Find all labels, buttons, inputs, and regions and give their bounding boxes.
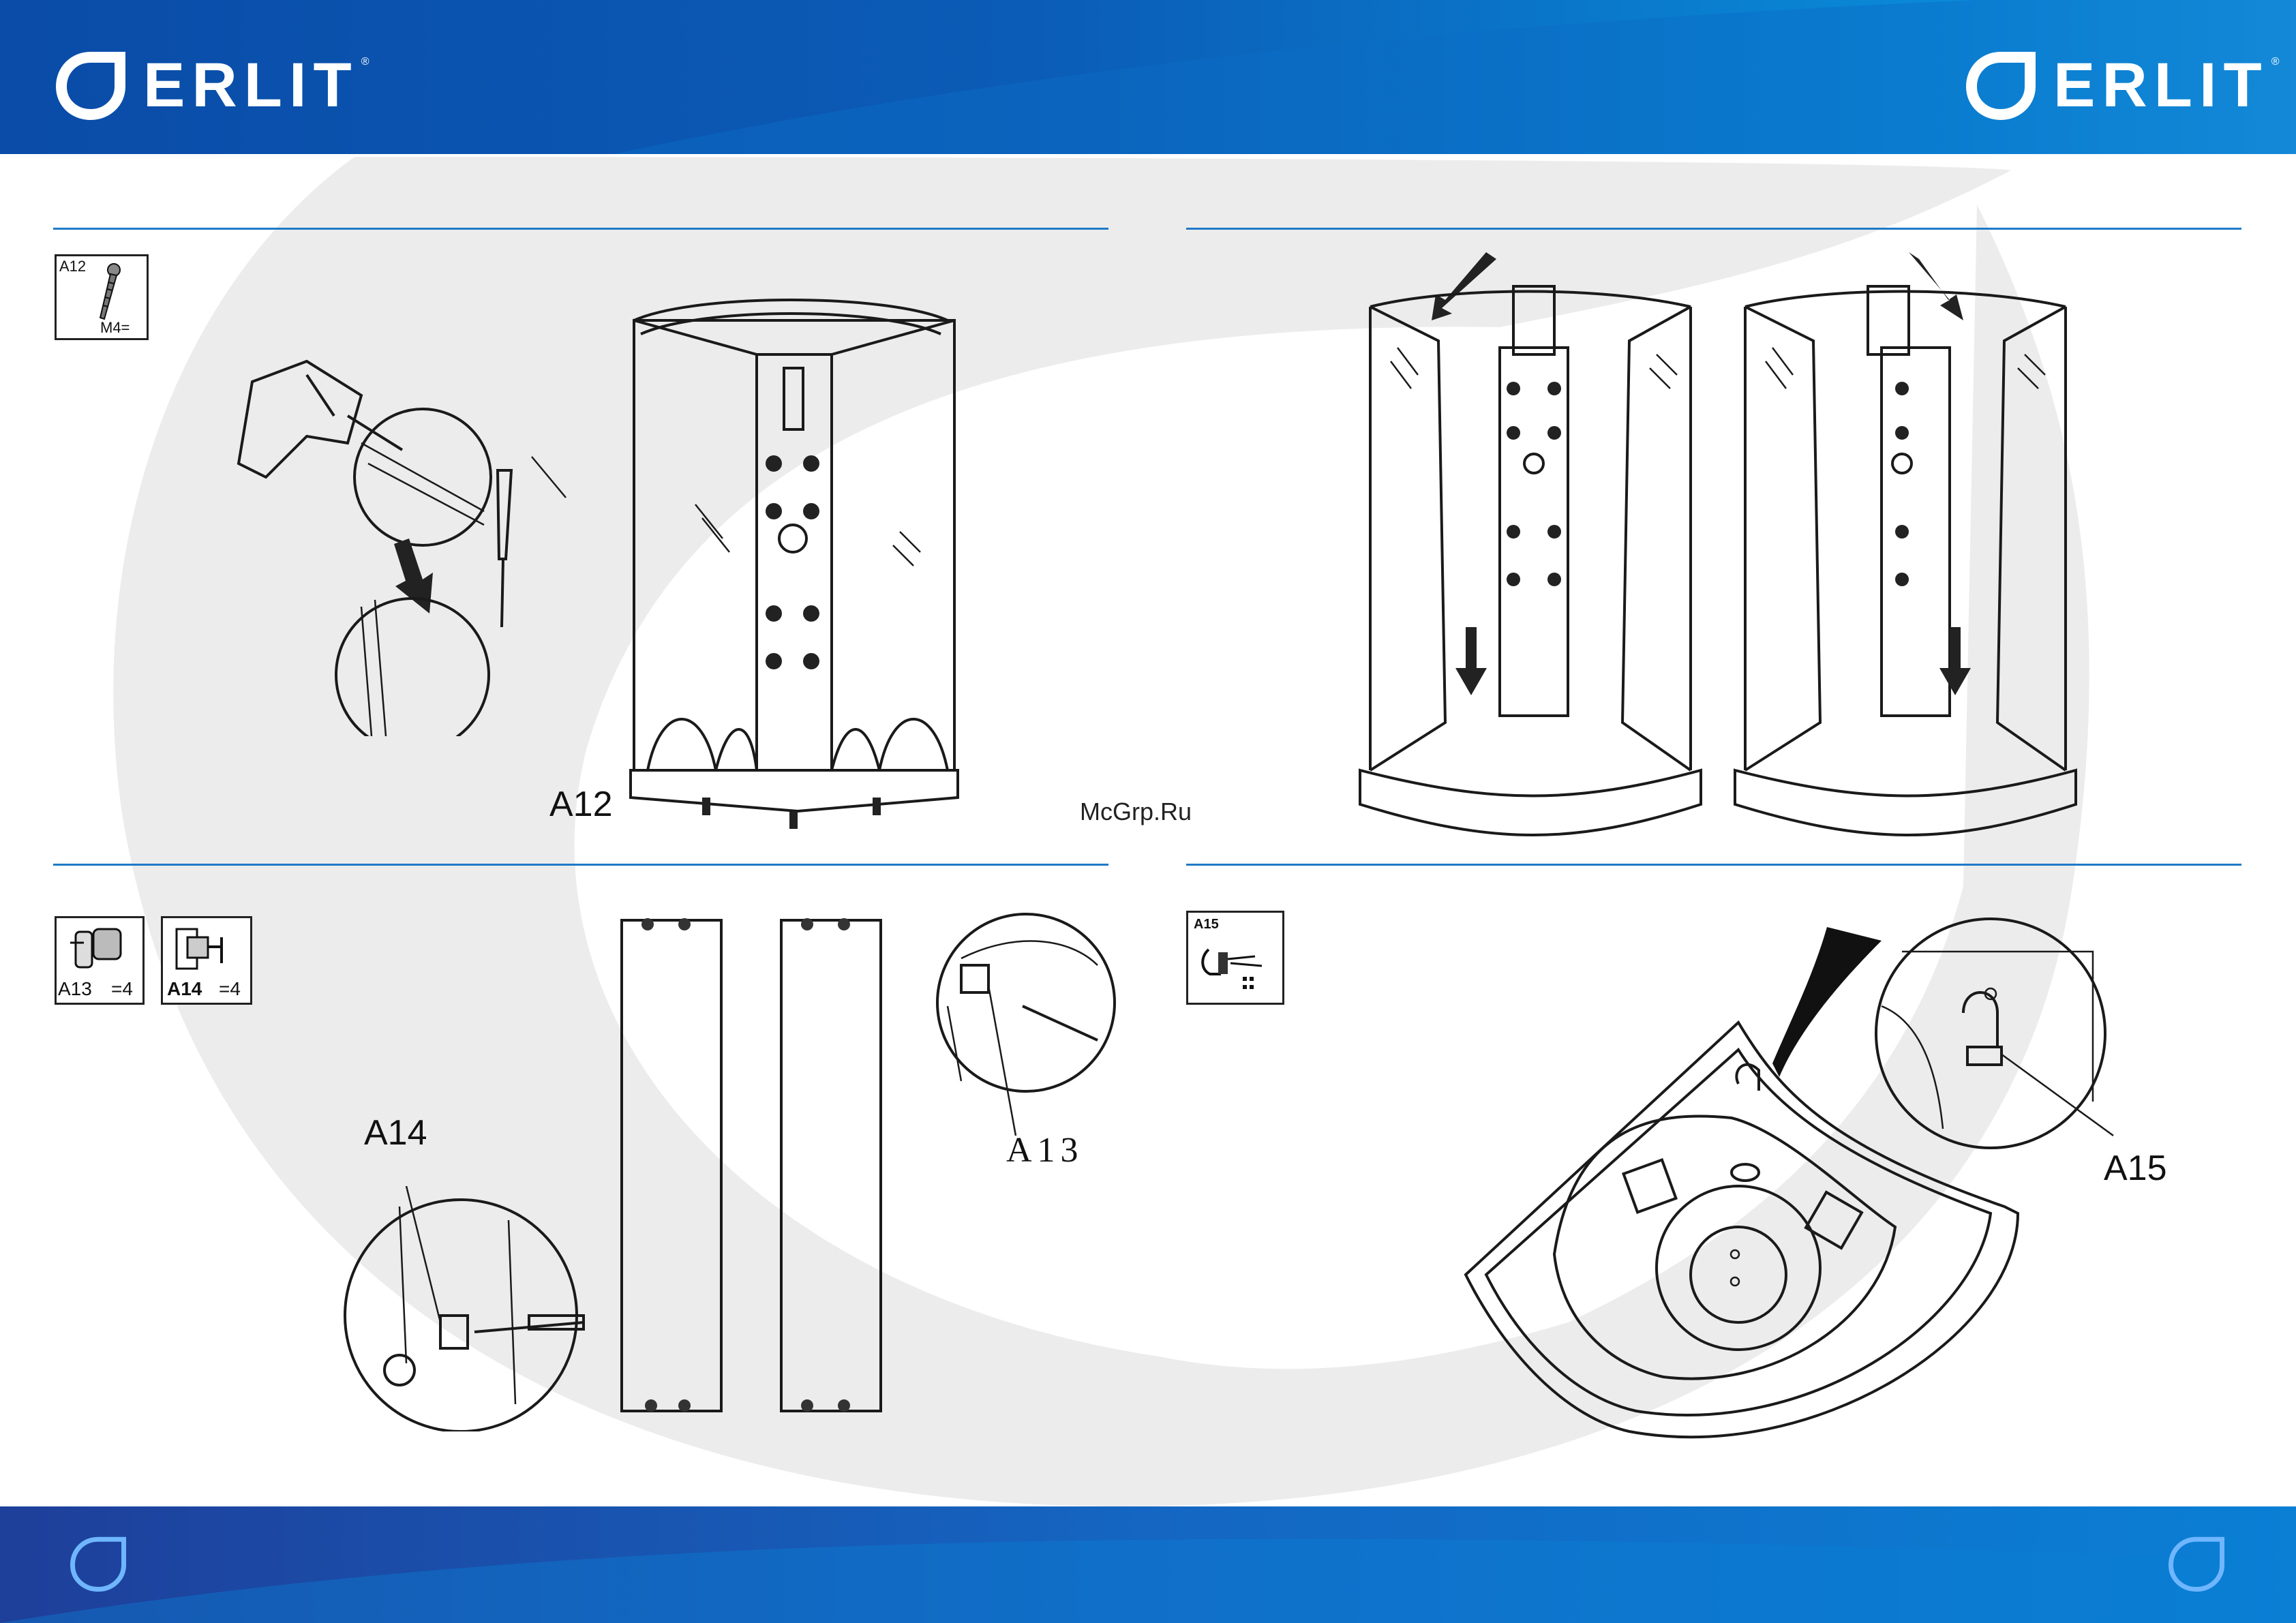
logo-mark-icon: [53, 48, 128, 123]
logo-registered-mark: ®: [361, 56, 369, 68]
logo-mark-icon: [1963, 48, 2038, 123]
section-rule-bottom-left: [53, 864, 1108, 866]
section-rule-top-right: [1186, 228, 2241, 230]
part-spec-a12: M4=: [100, 319, 130, 337]
drill-illustration: [225, 354, 525, 736]
glass-panel-left-illustration: [614, 913, 729, 1418]
callout-label-a12: A12: [549, 787, 613, 822]
part-box-a15: A15: [1186, 911, 1284, 1005]
part-qty-a14: =4: [219, 978, 241, 1000]
part-code-a13: A13: [58, 978, 92, 1000]
section-rule-top-left: [53, 228, 1108, 230]
shower-cabin-front-illustration: [627, 293, 961, 832]
footer-logo-mark-icon-right: [2164, 1531, 2229, 1596]
part-qty-a13: =4: [111, 978, 133, 1000]
part-code-a15: A15: [1194, 917, 1219, 932]
hinge-a14-icon: [167, 922, 242, 977]
part-code-a12: A12: [59, 258, 86, 275]
hinge-detail-a13-illustration: [934, 911, 1118, 1142]
logo-registered-mark: ®: [2271, 56, 2280, 68]
screw-icon: [88, 262, 129, 323]
shower-cabin-open-illustration-2: [1732, 245, 2079, 845]
part-box-a14: A14 =4: [161, 916, 252, 1005]
part-code-a14: A14: [167, 978, 202, 1000]
logo-text: ERLIT: [2053, 54, 2269, 117]
shower-cabin-open-illustration-1: [1357, 245, 1704, 845]
logo-left: ERLIT ®: [53, 48, 369, 123]
logo-right: ERLIT ®: [1963, 48, 2280, 123]
part-box-a12: A12 M4=: [55, 254, 149, 340]
hinge-a13-icon: [63, 922, 132, 977]
section-rule-bottom-right: [1186, 864, 2241, 866]
hinge-detail-a14-illustration: [324, 1186, 624, 1431]
callout-leader-a12: [518, 450, 600, 504]
watermark-text: McGrp.Ru: [1080, 798, 1192, 826]
callout-label-a14: A14: [364, 1115, 427, 1151]
footer-bar: [0, 1506, 2296, 1623]
callout-label-a13: A13: [1006, 1133, 1084, 1168]
footer-swoosh: [0, 1506, 2296, 1623]
callout-label-a15: A15: [2104, 1151, 2167, 1186]
part-box-a13: A13 =4: [55, 916, 145, 1005]
footer-logo-mark-icon-left: [65, 1531, 131, 1596]
glass-panel-right-illustration: [773, 913, 889, 1418]
bracket-a15-icon: [1200, 936, 1269, 997]
bracket-detail-a15-illustration: [1861, 911, 2127, 1170]
logo-text: ERLIT: [143, 54, 359, 117]
